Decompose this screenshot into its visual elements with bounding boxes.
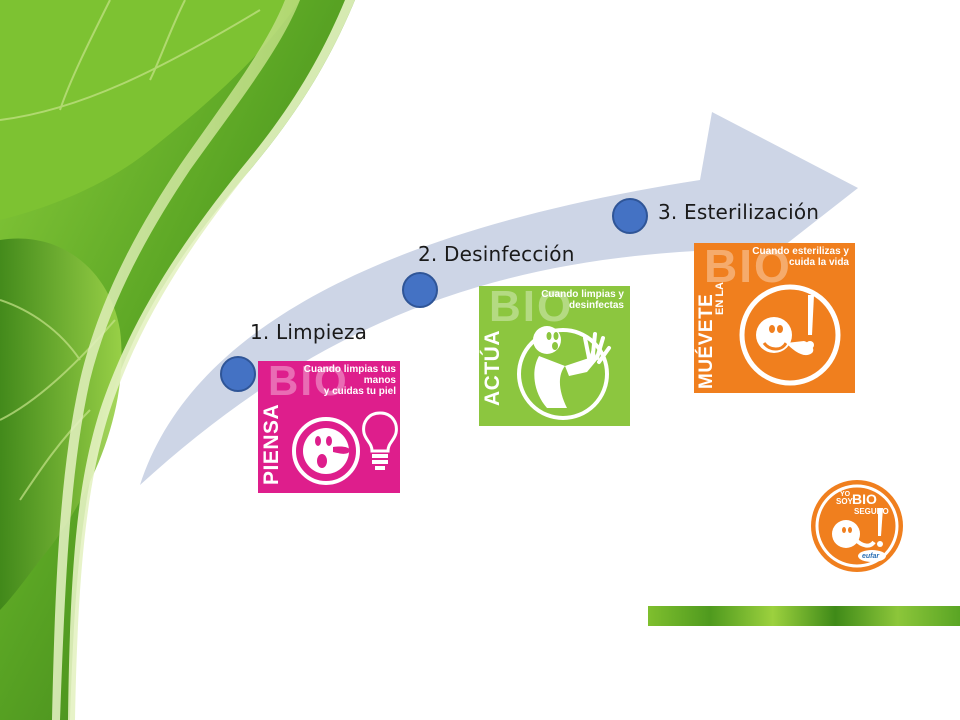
step-3-marker [612, 198, 648, 234]
bio-seguro-badge-logo: YO SOY BIO SEGURO eufar [811, 480, 903, 572]
badge-top-text: SOY [836, 497, 854, 506]
card-big-word: BIO [268, 361, 349, 404]
thinking-face-icon [292, 411, 398, 485]
step-2-label: 2. Desinfección [418, 242, 575, 266]
badge-small-text: YO [840, 491, 851, 498]
step-2-marker [402, 272, 438, 308]
badge-bottom-text: SEGURO [854, 507, 889, 516]
action-face-icon [517, 326, 611, 420]
card-vertical-word: ACTÚA [481, 330, 504, 406]
card-caption: Cuando limpias y desinfectas [541, 289, 624, 311]
step-3-label: 3. Esterilización [658, 200, 820, 224]
step-1-label: 1. Limpieza [250, 320, 368, 344]
piensa-card: BIO Cuando limpias tus manos y cuidas tu… [258, 361, 400, 493]
badge-logo-text: eufar [862, 553, 880, 560]
card-vertical-word: PIENSA [260, 403, 283, 485]
actua-card: BIO Cuando limpias y desinfectas ACTÚA [479, 286, 630, 426]
moving-face-icon [739, 284, 841, 386]
card-caption: Cuando limpias tus manos y cuidas tu pie… [303, 364, 396, 397]
card-big-word: BIO [489, 286, 574, 331]
leaf-strip-image [648, 606, 960, 626]
card-vertical-small-word: EN LA [714, 282, 726, 315]
card-caption: Cuando esterilizas y cuida la vida [752, 246, 849, 268]
step-1-marker [220, 356, 256, 392]
card-big-word: BIO [704, 243, 792, 292]
muevete-card: BIO Cuando esterilizas y cuida la vida M… [694, 243, 855, 393]
badge-big-word: BIO [852, 491, 877, 507]
progress-arrow [140, 112, 858, 485]
